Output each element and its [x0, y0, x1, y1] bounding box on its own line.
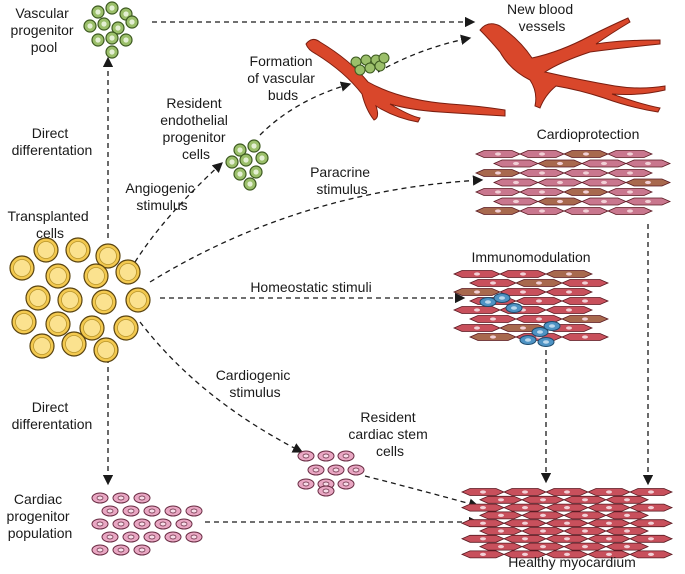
transplanted-cells-cluster — [9, 237, 151, 363]
label-vascular-pool: Vascular progenitor pool — [11, 5, 78, 55]
label-angiogenic: Angiogenic stimulus — [125, 180, 198, 213]
label-immunomodulation: Immunomodulation — [471, 249, 590, 265]
label-direct-diff-bottom: Direct differentation — [12, 399, 93, 432]
labels: Vascular progenitor pool New blood vesse… — [7, 1, 640, 570]
label-paracrine: Paracrine stimulus — [310, 164, 374, 197]
label-cardiogenic: Cardiogenic stimulus — [216, 367, 295, 400]
vascular-bud-vessel — [305, 38, 506, 123]
label-cardiac-progenitor: Cardiac progenitor population — [7, 491, 74, 541]
cardioprotection-tissue — [475, 150, 671, 215]
label-healthy-myocardium: Healthy myocardium — [508, 554, 636, 570]
label-cardioprotection: Cardioprotection — [537, 126, 640, 142]
label-formation-buds: Formation of vascular buds — [247, 53, 319, 103]
arrow-buds-to-vessels — [377, 34, 472, 73]
immunomodulation-tissue — [453, 270, 609, 347]
label-direct-diff-top: Direct differentation — [12, 125, 93, 158]
arrow-endothelial-to-buds — [259, 81, 352, 136]
arrow-cardiogenic-to-resident-cardiac — [139, 321, 304, 453]
arrow-angiogenic-to-endothelial — [134, 162, 223, 263]
cardiac-progenitor-cells — [91, 492, 203, 556]
arrow-resident-cardiac-to-healthy — [364, 475, 480, 509]
label-resident-cardiac: Resident cardiac stem cells — [348, 409, 431, 459]
vascular-progenitor-pool-cells — [83, 1, 139, 59]
new-blood-vessels — [479, 17, 666, 113]
arrow-paracrine-to-cardioprotection — [149, 175, 484, 283]
label-transplanted: Transplanted cells — [7, 208, 92, 241]
resident-cardiac-stem-cells — [297, 450, 365, 497]
label-new-vessels: New blood vessels — [507, 1, 577, 34]
label-homeostatic: Homeostatic stimuli — [250, 279, 371, 295]
resident-endothelial-cells — [225, 139, 269, 191]
label-resident-endothelial: Resident endothelial progenitor cells — [160, 95, 232, 162]
healthy-myocardium-tissue — [461, 488, 673, 559]
arrows — [102, 16, 654, 528]
